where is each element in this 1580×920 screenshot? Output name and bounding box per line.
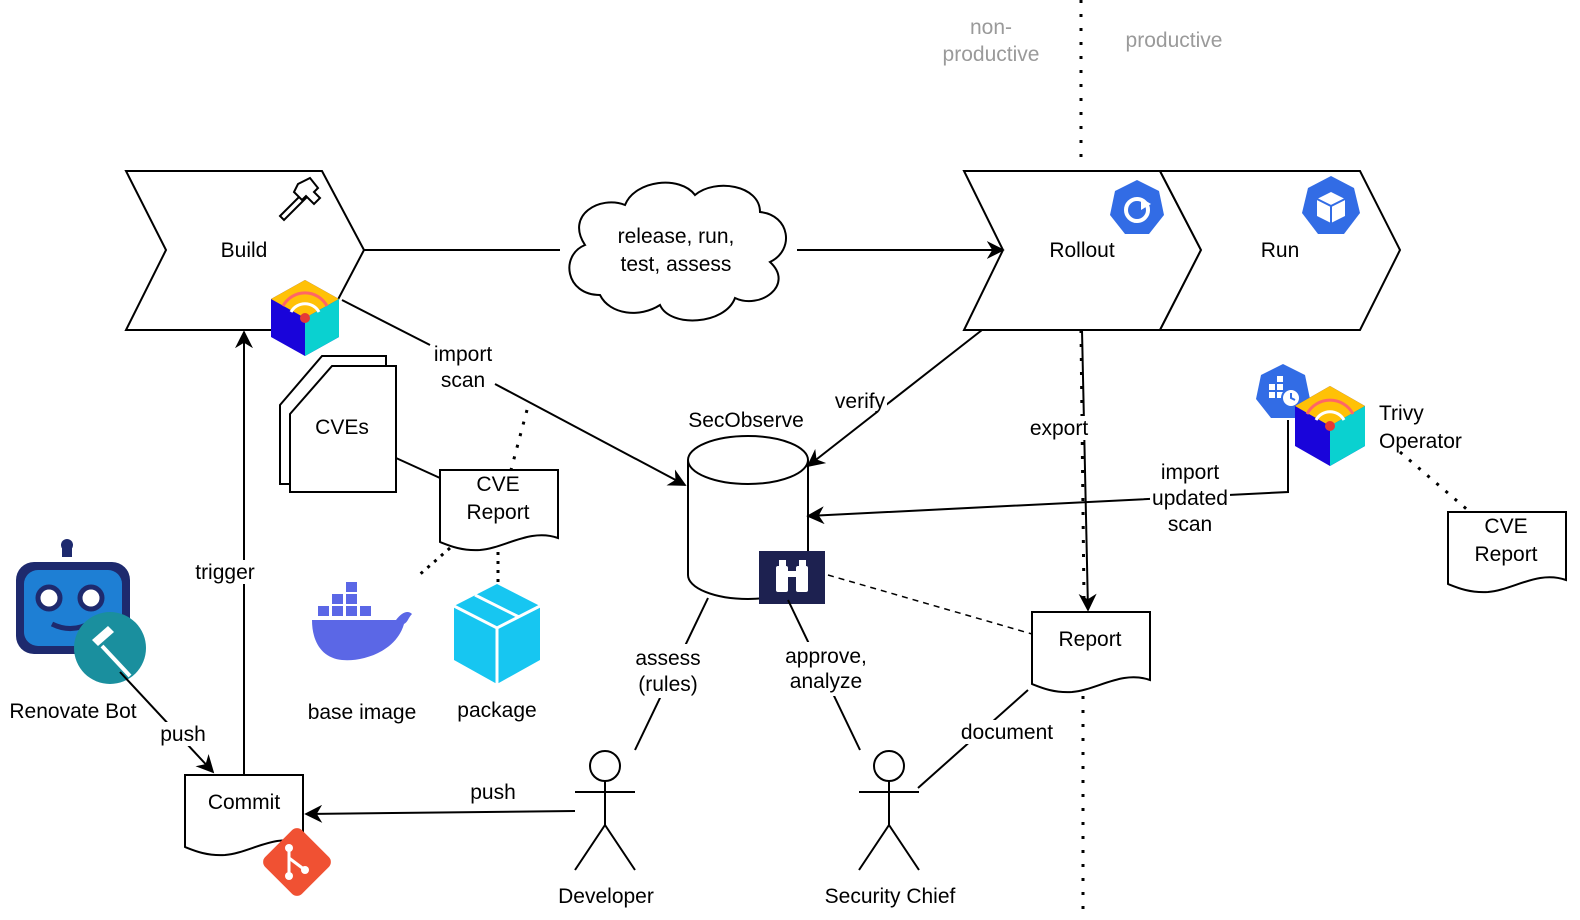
hammer-icon bbox=[278, 176, 322, 222]
edge-import-scan bbox=[341, 299, 431, 346]
cube-icon bbox=[1302, 176, 1360, 234]
edge-assess-label-line1: assess bbox=[635, 647, 700, 670]
edge-approve-label-line2: analyze bbox=[790, 670, 862, 693]
edge-export-label: export bbox=[1030, 417, 1089, 440]
edge-verify bbox=[806, 329, 983, 468]
cve-report-build: CVE Report bbox=[439, 469, 559, 552]
edge-bot-push-label: push bbox=[160, 723, 206, 746]
base-image-label: base image bbox=[308, 701, 417, 724]
edge-assess-label-line2: (rules) bbox=[638, 673, 698, 696]
edge-report-to-base-image bbox=[417, 546, 451, 578]
edge-import-updated-scan-line3: scan bbox=[1168, 513, 1212, 536]
trivy-operator-line2: Operator bbox=[1379, 430, 1462, 453]
edge-document-label: document bbox=[961, 721, 1053, 744]
edge-export bbox=[1078, 329, 1097, 612]
edge-import-updated-scan-line1: import bbox=[1161, 461, 1220, 484]
trivy-operator-icon bbox=[1295, 386, 1365, 466]
git-icon bbox=[263, 828, 331, 896]
stage-build-label: Build bbox=[221, 239, 268, 262]
developer-label: Developer bbox=[558, 885, 654, 908]
zone-divider-middle bbox=[1079, 329, 1086, 601]
edge-import-scan-label-line2: scan bbox=[441, 369, 485, 392]
security-chief-actor bbox=[858, 750, 920, 871]
edge-dev-push-label: push bbox=[470, 781, 516, 804]
edge-import-scan-label-line1: import bbox=[434, 343, 493, 366]
cloud-label-line1: release, run, bbox=[618, 225, 735, 248]
docker-icon bbox=[312, 582, 412, 661]
cve-report-build-line2: Report bbox=[466, 501, 529, 524]
cve-report-run-line2: Report bbox=[1474, 543, 1537, 566]
binoculars-icon bbox=[759, 551, 825, 604]
developer-actor bbox=[574, 750, 636, 871]
package-label: package bbox=[457, 699, 536, 722]
trivy-operator-line1: Trivy bbox=[1379, 402, 1424, 425]
cve-report-run-line1: CVE bbox=[1484, 515, 1527, 538]
cloud-release-run-test-assess: release, run, test, assess bbox=[568, 181, 787, 322]
package-icon bbox=[453, 584, 541, 684]
edge-operator-to-cve-report bbox=[1399, 450, 1471, 514]
report-document: Report bbox=[1031, 611, 1151, 694]
cves-label: CVEs bbox=[315, 416, 369, 439]
commit-document: Commit bbox=[184, 774, 304, 857]
edge-approve-label-line1: approve, bbox=[785, 645, 867, 668]
cve-report-run: CVE Report bbox=[1447, 511, 1567, 594]
trivy-icon bbox=[271, 280, 339, 356]
robot-icon bbox=[16, 539, 146, 684]
edge-scan-to-cve-report bbox=[509, 409, 529, 471]
security-chief-label: Security Chief bbox=[825, 885, 956, 908]
cronjob-icon bbox=[1256, 364, 1310, 418]
cves-documents: CVEs bbox=[279, 355, 397, 493]
edge-dev-push bbox=[304, 804, 576, 823]
commit-label: Commit bbox=[208, 791, 280, 814]
cve-report-build-line1: CVE bbox=[476, 473, 519, 496]
rollout-icon bbox=[1110, 180, 1164, 234]
report-label: Report bbox=[1058, 628, 1121, 651]
zone-productive: productive bbox=[1126, 29, 1223, 52]
edge-secobserve-to-report bbox=[827, 574, 1033, 635]
zone-non-productive-line1: non- bbox=[970, 16, 1012, 39]
renovate-bot-label: Renovate Bot bbox=[9, 700, 136, 723]
edge-cves-to-report bbox=[395, 457, 457, 488]
zone-non-productive-line2: productive bbox=[943, 43, 1040, 66]
secobserve-label: SecObserve bbox=[688, 409, 804, 432]
stage-run-label: Run bbox=[1261, 239, 1300, 262]
stage-rollout-label: Rollout bbox=[1049, 239, 1115, 262]
edge-import-updated-scan bbox=[806, 420, 1289, 525]
cloud-label-line2: test, assess bbox=[621, 253, 732, 276]
edge-verify-label: verify bbox=[835, 390, 886, 413]
edge-trigger-label: trigger bbox=[195, 561, 255, 584]
edge-import-updated-scan-line2: updated bbox=[1152, 487, 1228, 510]
